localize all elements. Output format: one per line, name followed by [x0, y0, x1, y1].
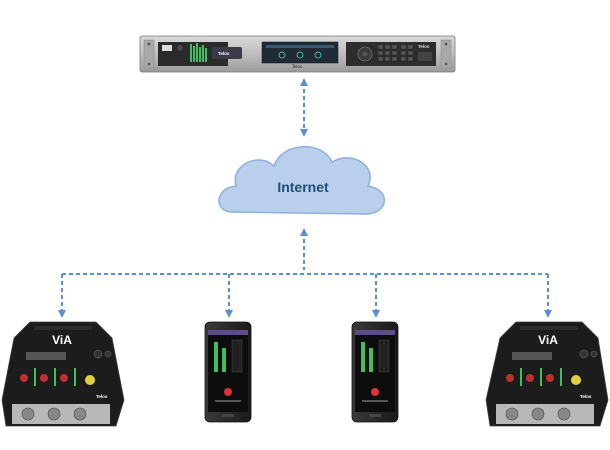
via-left-brand: Telos — [96, 394, 108, 399]
internet-cloud: Internet — [218, 146, 386, 215]
level-meters — [190, 43, 207, 62]
rack-display-text: Telos — [218, 51, 230, 56]
via-left-logo: ViA — [52, 333, 72, 347]
via-portable-left: ViA Telos — [1, 321, 125, 427]
rack-screen-caption: Telos — [291, 64, 302, 69]
codec-rack-unit: Telos Telos Telos — [139, 35, 456, 73]
rack-brand-label: Telos — [418, 44, 430, 49]
internet-label: Internet — [277, 179, 329, 195]
smartphone-left — [204, 321, 252, 423]
via-portable-right: ViA Telos — [485, 321, 609, 427]
smartphone-right — [351, 321, 399, 423]
via-right-brand: Telos — [580, 394, 592, 399]
via-right-logo: ViA — [538, 333, 558, 347]
